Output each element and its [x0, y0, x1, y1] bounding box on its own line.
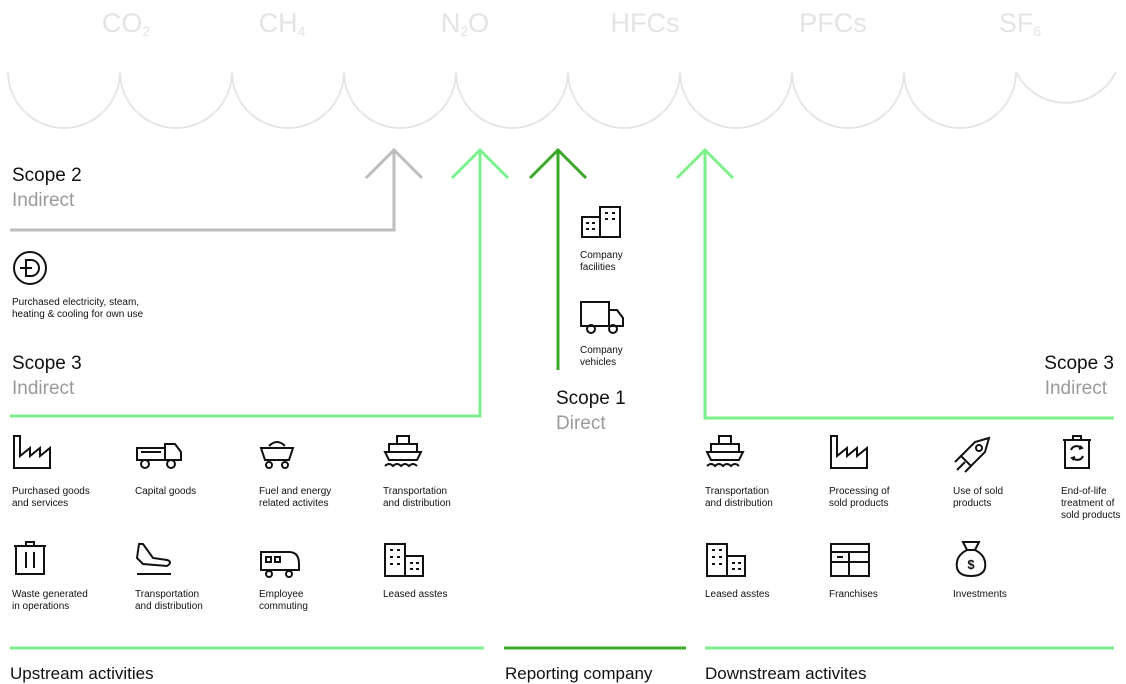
downstream-label-7: Investments — [953, 589, 1007, 600]
truck-icon — [579, 300, 625, 336]
electricity-icon — [12, 250, 48, 286]
plane-icon — [135, 540, 175, 576]
factory-icon — [12, 434, 52, 470]
upstream-label-2: Capital goods — [135, 486, 197, 497]
building-icon — [580, 205, 622, 239]
upstream-label-6: Transportation and distribution — [135, 589, 203, 612]
train-icon — [259, 548, 301, 578]
gas-pfcs: PFCs — [799, 8, 867, 38]
downstream-label-4: End-of-life treatment of sold products — [1061, 486, 1121, 521]
gas-hfcs: HFCs — [610, 8, 680, 38]
upstream-label-5: Waste generated in operations — [12, 589, 88, 612]
factory-icon — [829, 434, 869, 470]
scope2-title: Scope 2 — [12, 165, 82, 186]
svg-text:$: $ — [967, 557, 975, 572]
downstream-label-1: Transportation and distribution — [705, 486, 773, 509]
scope3-upstream-arrow — [10, 147, 510, 418]
money-bag-icon: $ — [953, 540, 989, 578]
upstream-label-3: Fuel and energy related activites — [259, 486, 332, 509]
downstream-label-2: Processing of sold products — [829, 486, 890, 509]
gas-co2: CO2 — [101, 8, 151, 39]
upstream-label-7: Employee commuting — [259, 589, 308, 612]
upstream-label-4: Transportation and distribution — [383, 486, 451, 509]
building-icon — [705, 542, 747, 578]
company-vehicles-label: Company vehicles — [580, 345, 623, 368]
downstream-label-5: Leased asstes — [705, 589, 770, 600]
recycle-bin-icon — [1061, 434, 1093, 470]
trash-icon — [12, 540, 48, 576]
mine-cart-icon — [259, 436, 295, 470]
gas-ch4: CH4 — [258, 8, 306, 39]
scope2-subtitle: Indirect — [12, 190, 75, 211]
rocket-icon — [953, 434, 993, 474]
upstream-label-8: Leased asstes — [383, 589, 448, 600]
ship-icon — [705, 434, 745, 470]
gas-n2o: N2O — [440, 8, 490, 39]
company-facilities-label: Company facilities — [580, 250, 623, 273]
reporting-company-label: Reporting company — [505, 664, 653, 683]
upstream-activities-label: Upstream activities — [10, 664, 154, 683]
scope3-downstream-title: Scope 3 — [1044, 353, 1114, 374]
scope3-downstream-arrow — [675, 147, 1114, 420]
upstream-label-1: Purchased goods and services — [12, 486, 90, 509]
storefront-icon — [829, 542, 871, 578]
building-icon — [383, 542, 425, 578]
scope1-subtitle: Direct — [556, 413, 606, 434]
downstream-activities-label: Downstream activites — [705, 664, 867, 683]
ship-icon — [383, 434, 423, 470]
downstream-label-6: Franchises — [829, 589, 878, 600]
scope3-upstream-title: Scope 3 — [12, 353, 82, 374]
gas-cloud-arcs — [7, 71, 1117, 129]
scope3-downstream-subtitle: Indirect — [1044, 378, 1107, 399]
downstream-label-3: Use of sold products — [953, 486, 1004, 509]
scope2-arrow — [10, 147, 424, 232]
gas-sf6: SF6 — [998, 8, 1042, 39]
dump-truck-icon — [135, 438, 183, 470]
scope2-item-label: Purchased electricity, steam, heating & … — [12, 297, 144, 320]
scope3-upstream-subtitle: Indirect — [12, 378, 75, 399]
scope1-title: Scope 1 — [556, 388, 626, 409]
scope1-arrow — [528, 147, 588, 370]
